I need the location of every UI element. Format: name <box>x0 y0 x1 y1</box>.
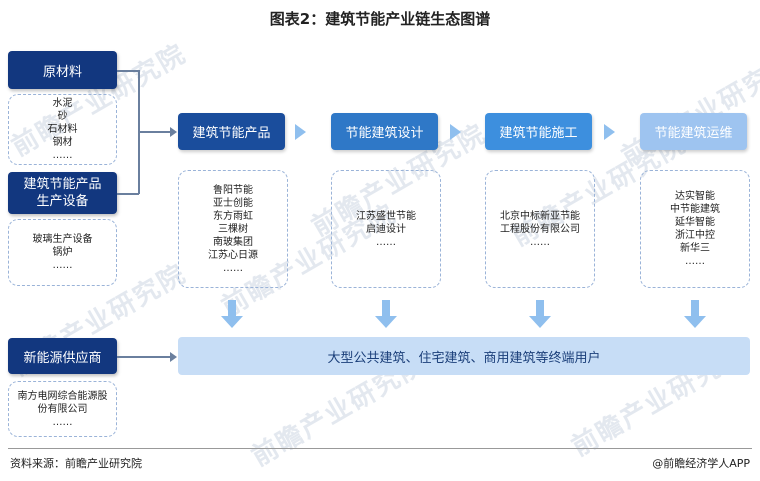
list-item: …… <box>52 150 73 161</box>
raw-materials-label: 原材料 <box>42 64 82 80</box>
list-item: 延华智能 <box>675 217 715 228</box>
list-item: 浙江中控 <box>675 230 715 241</box>
stage-label: 节能建筑运维 <box>654 126 733 141</box>
stage-label: 建筑节能产品 <box>192 126 271 141</box>
equipment-list: 玻璃生产设备 锅炉 …… <box>8 219 117 286</box>
list-item: …… <box>223 262 243 274</box>
connector-line <box>117 356 172 358</box>
list-item: 砂 <box>57 111 68 122</box>
arrow-head <box>170 127 177 137</box>
stage-products-list: 鲁阳节能 亚士创能 东方雨虹 三棵树 南玻集团 江苏心日源 …… <box>178 170 288 288</box>
source-note: 资料来源：前瞻产业研究院 <box>10 457 142 470</box>
list-item: 南玻集团 <box>213 236 253 248</box>
list-item: …… <box>685 256 705 267</box>
stage-design-list: 江苏盛世节能 启迪设计 …… <box>331 170 441 288</box>
stage-label: 建筑节能施工 <box>499 126 578 141</box>
list-item: 亚士创能 <box>213 197 253 209</box>
arrow-head <box>170 352 177 362</box>
raw-materials-box: 原材料 <box>8 51 117 89</box>
stage-operation-box: 节能建筑运维 <box>640 113 747 150</box>
list-item: 启迪设计 <box>366 223 406 235</box>
stage-construction-list: 北京中标新亚节能 工程股份有限公司 …… <box>485 170 595 288</box>
list-item: 达实智能 <box>675 191 715 202</box>
list-item: …… <box>376 236 396 248</box>
arrow-right-icon <box>450 124 461 140</box>
list-item: 江苏盛世节能 <box>356 210 416 222</box>
energy-supplier-list: 南方电网综合能源股 份有限公司 …… <box>8 381 117 437</box>
end-users-label: 大型公共建筑、住宅建筑、商用建筑等终端用户 <box>327 350 601 366</box>
raw-materials-list: 水泥 砂 石材料 钢材 …… <box>8 94 117 165</box>
list-item: 东方雨虹 <box>213 210 253 222</box>
arrow-right-icon <box>295 124 306 140</box>
list-item: 中节能建筑 <box>670 204 720 215</box>
stage-design-box: 节能建筑设计 <box>331 113 438 150</box>
list-item: …… <box>52 260 73 271</box>
brand-note: @前瞻经济学人APP <box>652 457 750 470</box>
list-item: 水泥 <box>52 98 73 109</box>
end-users-bar: 大型公共建筑、住宅建筑、商用建筑等终端用户 <box>178 337 750 375</box>
list-item: 锅炉 <box>52 247 73 258</box>
list-item: 工程股份有限公司 <box>500 223 580 235</box>
arrow-right-icon <box>604 124 615 140</box>
footer-divider <box>8 448 752 449</box>
list-item: 鲁阳节能 <box>213 184 253 196</box>
connector-line <box>138 131 172 133</box>
connector-line <box>117 193 139 195</box>
stage-label: 节能建筑设计 <box>345 126 424 141</box>
stage-operation-list: 达实智能 中节能建筑 延华智能 浙江中控 新华三 …… <box>640 170 750 288</box>
arrow-down-icon <box>684 300 706 328</box>
equipment-box: 建筑节能产品 生产设备 <box>8 172 117 214</box>
list-item: 新华三 <box>680 243 710 254</box>
equipment-label-line1: 建筑节能产品 <box>23 177 102 192</box>
arrow-down-icon <box>529 300 551 328</box>
list-item: 江苏心日源 <box>208 249 258 261</box>
list-item: 玻璃生产设备 <box>32 234 93 245</box>
list-item: 北京中标新亚节能 <box>500 210 580 222</box>
energy-supplier-label: 新能源供应商 <box>23 350 102 366</box>
list-item: …… <box>52 416 73 428</box>
stage-products-box: 建筑节能产品 <box>178 113 285 150</box>
connector-line <box>117 70 139 72</box>
list-item: 石材料 <box>47 124 78 135</box>
diagram-title: 图表2：建筑节能产业链生态图谱 <box>269 10 491 28</box>
arrow-down-icon <box>221 300 243 328</box>
stage-construction-box: 建筑节能施工 <box>485 113 592 150</box>
equipment-label-line2: 生产设备 <box>36 194 89 209</box>
list-item: …… <box>530 236 550 248</box>
list-item: 钢材 <box>52 137 73 148</box>
list-item: 南方电网综合能源股 <box>17 390 108 402</box>
list-item: 三棵树 <box>218 223 248 235</box>
energy-supplier-box: 新能源供应商 <box>8 338 117 374</box>
list-item: 份有限公司 <box>37 403 88 415</box>
arrow-down-icon <box>375 300 397 328</box>
